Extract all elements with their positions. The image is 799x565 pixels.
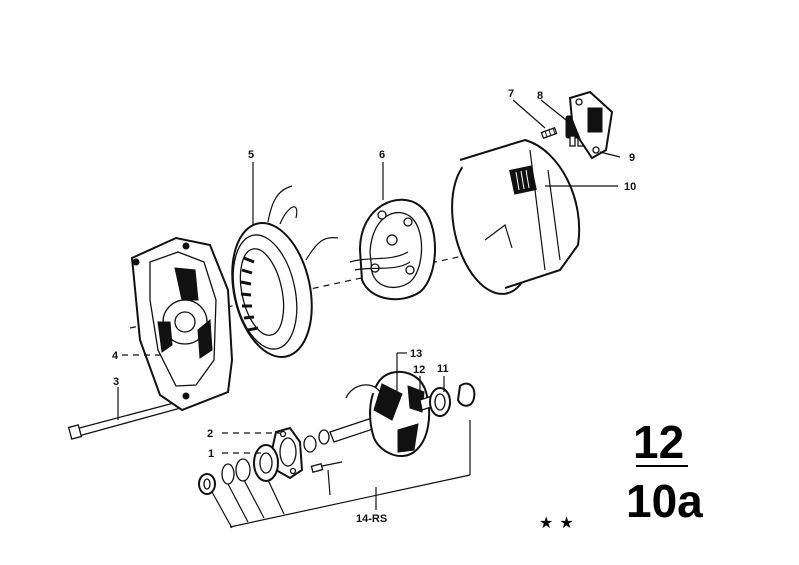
callout-12: 12 bbox=[413, 364, 425, 376]
callout-1: 1 bbox=[208, 448, 214, 460]
callout-3: 3 bbox=[113, 376, 119, 388]
callout-9: 9 bbox=[629, 152, 635, 164]
part-9-regulator bbox=[568, 90, 614, 160]
part-1-ball-bearing bbox=[253, 444, 279, 482]
part-4-drive-end-housing bbox=[130, 236, 234, 412]
callout-11: 11 bbox=[437, 363, 449, 375]
part-7-screw bbox=[540, 126, 558, 140]
part-13-rotor bbox=[329, 371, 435, 457]
part-5-stator bbox=[231, 185, 339, 358]
callout-10: 10 bbox=[624, 181, 636, 193]
group-number-main: 12 bbox=[633, 416, 684, 468]
callout-2: 2 bbox=[207, 428, 213, 440]
part-6-rectifier-plate bbox=[349, 198, 436, 301]
part-12-bearing bbox=[429, 387, 451, 417]
group-number-sub: 10a bbox=[626, 475, 703, 527]
leader-lines bbox=[117, 99, 621, 529]
callout-4: 4 bbox=[112, 350, 119, 362]
part-10-slip-ring-housing bbox=[451, 138, 581, 295]
front-spacer-rings bbox=[198, 429, 343, 495]
callout-5: 5 bbox=[248, 149, 254, 161]
star-marks: ★★ bbox=[539, 513, 580, 532]
part-11-cap bbox=[456, 382, 476, 407]
callout-labels: 1 2 3 4 5 6 7 8 9 10 11 12 13 14-RS bbox=[112, 88, 636, 525]
group-number: 12 10a bbox=[626, 416, 703, 527]
callout-8: 8 bbox=[537, 90, 543, 102]
callout-14-rs: 14-RS bbox=[356, 513, 387, 525]
callout-6: 6 bbox=[379, 149, 385, 161]
callout-13: 13 bbox=[410, 348, 422, 360]
part-3-through-bolt bbox=[67, 399, 189, 440]
callout-7: 7 bbox=[508, 88, 514, 100]
